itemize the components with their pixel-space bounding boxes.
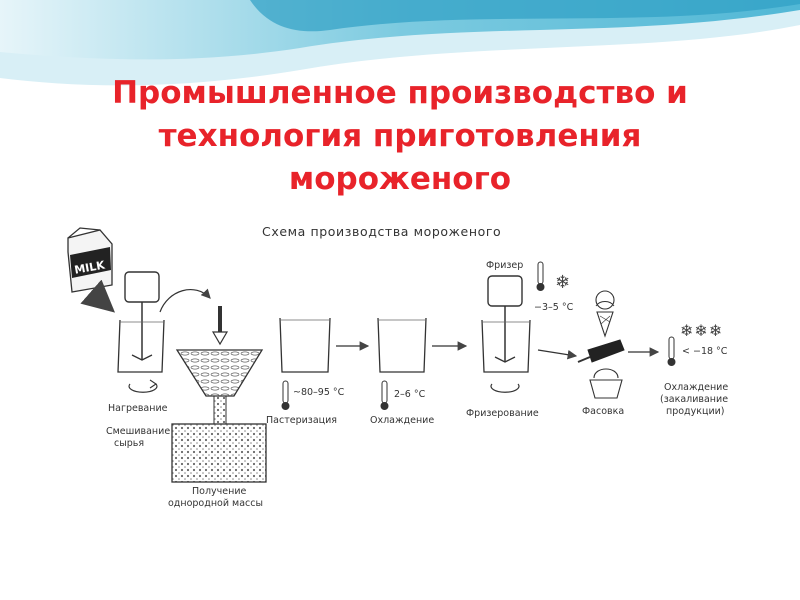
label-hardening-3: продукции) — [666, 406, 725, 417]
milk-label: MILK — [73, 258, 106, 276]
label-hardening-2: (закаливание — [660, 394, 728, 405]
temp-hardening: < −18 °C — [682, 346, 728, 357]
thermometer-icon — [536, 261, 545, 291]
homogenizer-hopper — [171, 349, 267, 483]
freezer-motor-icon — [487, 275, 523, 307]
label-hardening-1: Охлаждение — [664, 382, 728, 393]
label-freezer: Фризер — [486, 260, 523, 271]
ice-cream-cup-icon — [589, 368, 623, 399]
pasteurization-tank — [279, 317, 331, 373]
diagram-heading: Схема производства мороженого — [262, 224, 501, 239]
title-line-2: технология приготовления — [158, 118, 642, 154]
label-packing: Фасовка — [582, 406, 624, 417]
cooling-tank — [377, 317, 427, 373]
title-line-3: мороженого — [288, 161, 512, 197]
label-homogenization-2: однородной массы — [168, 498, 263, 509]
label-pasteurization: Пастеризация — [266, 415, 337, 426]
arrow-mixer-to-hopper — [159, 288, 211, 313]
mixing-tank — [117, 271, 165, 393]
label-homogenization-1: Получение — [192, 486, 246, 497]
label-mixing-2: сырья — [114, 438, 144, 449]
milk-carton-icon: MILK — [67, 227, 113, 293]
label-cooling: Охлаждение — [370, 415, 434, 426]
label-heating: Нагревание — [108, 403, 168, 414]
thermometer-icon — [380, 380, 389, 410]
mixer-motor-icon — [124, 271, 160, 303]
header-wave-decoration — [0, 0, 800, 86]
popsicle-icon — [577, 339, 625, 363]
ice-cream-cone-icon — [595, 290, 615, 338]
temp-cooling: 2–6 °C — [394, 389, 426, 400]
temp-freezer: −3–5 °C — [534, 302, 574, 313]
thermometer-icon — [667, 336, 676, 366]
snowflake-icon: ❄ — [555, 272, 570, 293]
thermometer-icon — [281, 380, 290, 410]
label-mixing-1: Смешивание — [106, 426, 170, 437]
title-line-1: Промышленное производство и — [112, 75, 688, 111]
temp-pasteurization: ~80–95 °C — [293, 387, 345, 398]
label-freezing: Фризерование — [466, 408, 539, 419]
arrow-milk-to-mixer — [80, 279, 116, 313]
snowflakes-icon: ❄❄❄ — [680, 321, 723, 340]
arrow-to-packing — [537, 349, 578, 360]
freezer-tank — [481, 275, 531, 393]
